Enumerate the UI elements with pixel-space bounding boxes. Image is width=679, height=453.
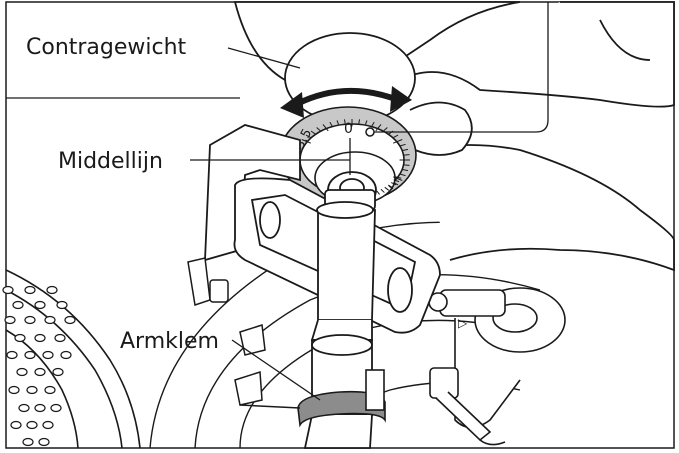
mat-perforation (38, 437, 50, 447)
mat-perforation (34, 333, 46, 343)
mat-perforation (26, 420, 38, 430)
dial-tick (301, 139, 312, 144)
mat-perforation (42, 420, 54, 430)
mat-perforation (50, 403, 62, 413)
counterweight-leader (227, 47, 301, 69)
dial-tick (384, 186, 390, 191)
dial-tick (395, 176, 402, 179)
dial-tick (322, 124, 329, 132)
dial-tick (336, 120, 339, 125)
mat-perforation (34, 367, 46, 377)
dial-center-marker (365, 127, 375, 137)
mat-perforation (34, 403, 46, 413)
dial-tick (393, 182, 399, 186)
arm-clamp-label: Armklem (120, 329, 219, 354)
mat-perforation (6, 350, 18, 360)
dial-tick (400, 143, 406, 147)
mat-perforation (10, 420, 22, 430)
dial-tick (390, 182, 397, 186)
mat-perforation (2, 285, 14, 295)
mat-perforation (46, 285, 58, 295)
mat-perforation (44, 385, 56, 395)
dial-tick (310, 130, 316, 135)
counterweight-label: Contragewicht (26, 35, 187, 60)
mat-perforation (24, 285, 36, 295)
dial-tick (403, 164, 410, 166)
mat-perforation (64, 315, 76, 325)
mat-perforation (26, 385, 38, 395)
mat-perforation (22, 437, 34, 447)
mat-perforation (16, 367, 28, 377)
mat-perforation (4, 315, 16, 325)
dial-tick (393, 179, 400, 183)
mat-perforation (34, 300, 46, 310)
dial-tick (371, 121, 375, 127)
dial-tick (365, 120, 368, 125)
arm-rest-arrow-glyph: ▷ (458, 316, 468, 330)
cueing-lever (429, 367, 506, 446)
mat-perforation (44, 315, 56, 325)
arm-clamp-leader (231, 339, 321, 401)
dial-tick (329, 121, 333, 127)
dial-tick (380, 188, 385, 193)
leader-lines (190, 2, 549, 401)
dial-tick (358, 119, 361, 124)
dial-tick (392, 139, 403, 144)
tonearm (303, 171, 377, 449)
center-line-label: Middellijn (58, 149, 163, 174)
mat-perforation (14, 333, 26, 343)
dial-zero-label: 0 (344, 121, 353, 137)
mat-perforation (52, 367, 64, 377)
platter (5, 269, 141, 449)
mat-perforation (12, 300, 24, 310)
dial-tick (375, 124, 382, 132)
mat-perforation (24, 315, 36, 325)
mat-perforation (24, 350, 36, 360)
mat-perforation (60, 350, 72, 360)
mat-perforation (42, 350, 54, 360)
dial-tick (343, 119, 346, 124)
dial-tick (402, 169, 409, 172)
dial-tick (392, 176, 403, 181)
mat-perforation (18, 403, 30, 413)
dial-tick (316, 127, 321, 132)
mat-perforation (8, 385, 20, 395)
rotation-arrow-icon (280, 86, 412, 118)
zero-marker-leader (374, 2, 549, 133)
dial-tick (305, 134, 311, 138)
dial-tick (400, 173, 406, 177)
dial-tick (387, 184, 393, 189)
dial-tick (403, 154, 410, 156)
mat-perforation (54, 333, 66, 343)
dial-tick (402, 148, 409, 151)
dial-tick (383, 127, 388, 132)
mat-perforation (56, 300, 68, 310)
dial-tick (388, 185, 394, 190)
dial-tick (393, 134, 399, 138)
dial-tick (376, 190, 380, 195)
platter-mat-dots (2, 285, 76, 447)
